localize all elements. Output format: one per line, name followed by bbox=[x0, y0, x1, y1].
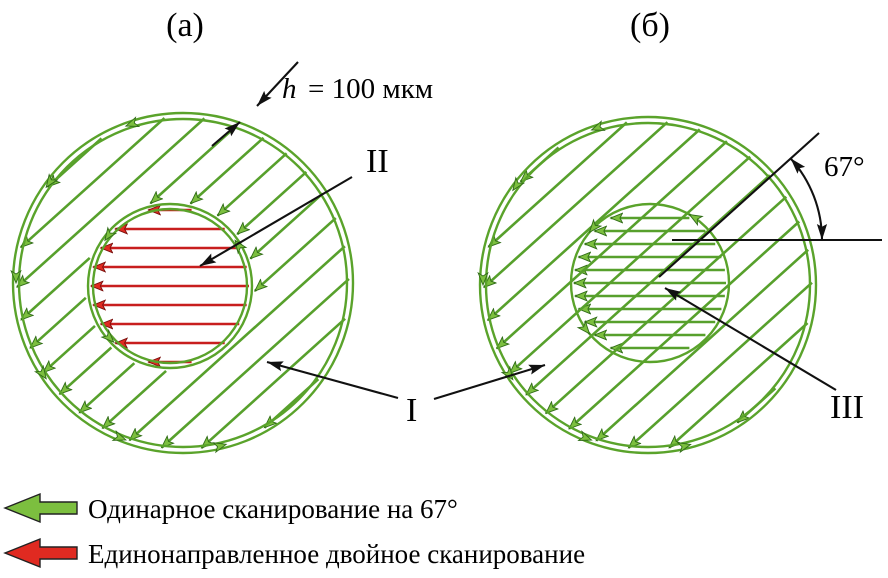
diagonal-scan-line bbox=[17, 117, 206, 289]
diagonal-scan-line bbox=[497, 140, 728, 350]
contour-scan-arrow-icon bbox=[588, 218, 603, 234]
diagonal-scan-line bbox=[488, 121, 628, 248]
hatch-spacing-arrow-upper bbox=[256, 61, 299, 107]
diagonal-scan-line bbox=[237, 170, 308, 236]
diagonal-scan-line bbox=[202, 317, 346, 449]
panel-a-outer-contour bbox=[11, 111, 355, 455]
diagonal-scan-line bbox=[60, 346, 113, 396]
diagonal-scan-line bbox=[255, 217, 337, 292]
region-i-label: I bbox=[406, 392, 417, 429]
region-iii-pointer-arrow bbox=[664, 287, 837, 391]
legend-double-scan-label: Единонаправленное двойное сканирование bbox=[88, 539, 585, 569]
diagonal-scan-line bbox=[150, 124, 238, 205]
panel-a-inner-contour bbox=[91, 207, 249, 365]
contour-scan-arrow-icon bbox=[676, 442, 692, 454]
angle-diagonal-line bbox=[658, 132, 820, 278]
angle-arc bbox=[789, 157, 828, 241]
diagonal-scan-line bbox=[569, 220, 801, 430]
angle-value-label: 67° bbox=[824, 151, 865, 183]
contour-scan-arrow-icon bbox=[590, 120, 606, 131]
diagonal-scan-line bbox=[218, 152, 288, 217]
region-i-pointer-arrow-right bbox=[433, 363, 546, 401]
diagonal-scan-line bbox=[21, 256, 91, 321]
panel-a-drawing bbox=[10, 111, 355, 455]
contour-scan-arrow-icon bbox=[10, 269, 22, 285]
hatch-spacing-value: = 100 мкм bbox=[308, 73, 433, 105]
contour-scan-arrow-icon bbox=[104, 226, 118, 242]
contour-scan-arrow-icon bbox=[45, 173, 59, 189]
contour-scan-arrow-icon bbox=[33, 364, 47, 380]
green-arrow-left-icon bbox=[3, 492, 78, 524]
diagonal-scan-line bbox=[79, 362, 136, 414]
diagonal-scan-line bbox=[546, 195, 788, 415]
diagonal-scan-line bbox=[30, 296, 87, 349]
hatch-spacing-variable: h bbox=[282, 73, 297, 105]
panel-b-label: (б) bbox=[630, 7, 670, 44]
panel-b-inner-contour bbox=[569, 202, 731, 364]
diagonal-scan-line bbox=[669, 322, 809, 449]
diagonal-scan-line bbox=[43, 324, 96, 374]
region-ii-pointer-arrow bbox=[199, 176, 353, 267]
diagonal-scan-line bbox=[21, 117, 166, 249]
contour-scan-arrow-icon bbox=[688, 213, 704, 227]
legend: Одинарное сканирование на 67° Единонапра… bbox=[3, 492, 585, 569]
diagonal-scan-line bbox=[596, 248, 810, 442]
diagonal-scan-line bbox=[250, 192, 324, 260]
diagonal-scan-line bbox=[526, 174, 771, 396]
diagonal-scan-line bbox=[102, 369, 167, 430]
annotations bbox=[199, 61, 882, 401]
panel-b-outer-contour bbox=[484, 121, 812, 449]
diagonal-scan-line bbox=[130, 245, 346, 442]
contour-scan-arrow-icon bbox=[111, 430, 128, 441]
diagonal-scan-line bbox=[510, 155, 752, 375]
region-ii-label: II bbox=[366, 143, 389, 180]
diagonal-scan-line bbox=[162, 277, 350, 449]
panel-b-drawing bbox=[477, 115, 818, 455]
panel-a-outer-contour bbox=[17, 117, 349, 449]
region-i-pointer-arrow-left bbox=[266, 360, 399, 400]
contour-scan-arrow-icon bbox=[477, 271, 489, 287]
region-iii-label: III bbox=[830, 389, 864, 426]
panel-a-inner-contour bbox=[86, 202, 254, 370]
diagonal-scan-line bbox=[629, 281, 813, 449]
panel-a-label: (а) bbox=[166, 7, 204, 44]
red-arrow-left-icon bbox=[3, 537, 78, 569]
contour-scan-arrow-icon bbox=[100, 328, 115, 344]
contour-scan-arrow-icon bbox=[577, 430, 593, 441]
diagonal-scan-line bbox=[484, 121, 669, 289]
contour-scan-arrow-icon bbox=[576, 320, 591, 335]
contour-scan-arrow-icon bbox=[124, 116, 141, 127]
panel-b-outer-contour bbox=[478, 115, 818, 455]
contour-scan-arrow-icon bbox=[512, 176, 526, 192]
legend-single-scan-label: Одинарное сканирование на 67° bbox=[88, 494, 458, 524]
diagonal-scan-line bbox=[191, 136, 265, 205]
contour-scan-arrow-icon bbox=[212, 442, 228, 454]
hatch-spacing-arrow-lower bbox=[211, 121, 241, 147]
